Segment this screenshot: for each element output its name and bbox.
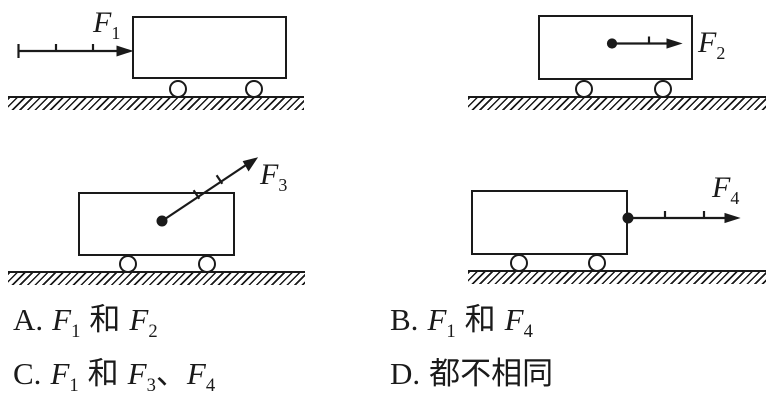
force-label-f1: F1 xyxy=(93,6,120,42)
force-symbol: F xyxy=(186,356,206,391)
connector-text: 和 xyxy=(87,356,119,391)
force-subscript: 4 xyxy=(205,375,216,397)
force-subscript: 2 xyxy=(716,42,726,63)
force-label-f2: F2 xyxy=(698,26,725,62)
force-subscript: 1 xyxy=(69,375,79,397)
ground-surface xyxy=(8,96,304,110)
ground-surface xyxy=(468,270,766,284)
option-letter: D. xyxy=(390,356,421,391)
force-symbol: F xyxy=(260,158,279,191)
ground-surface xyxy=(468,96,766,110)
separator-text: 、 xyxy=(155,356,187,391)
option-letter: A. xyxy=(13,302,44,337)
wheel-icon xyxy=(654,80,672,98)
force-symbol: F xyxy=(127,356,147,391)
force-subscript: 4 xyxy=(523,321,533,343)
wheel-icon xyxy=(245,80,263,98)
force-symbol: F xyxy=(712,171,731,204)
force-subscript: 2 xyxy=(148,321,158,343)
option-d: D.都不相同 xyxy=(390,356,553,392)
force-arrow-f1 xyxy=(17,44,134,58)
force-arrow-f3 xyxy=(156,157,259,227)
force-symbol: F xyxy=(427,302,447,337)
force-label-f4: F4 xyxy=(712,171,739,207)
option-letter: C. xyxy=(13,356,42,391)
option-letter: B. xyxy=(390,302,419,337)
connector-text: 和 xyxy=(464,302,496,337)
connector-text: 和 xyxy=(89,302,121,337)
force-label-f3: F3 xyxy=(260,158,287,194)
cart-body xyxy=(471,190,628,255)
ground-surface xyxy=(8,271,305,285)
force-arrow-f2 xyxy=(606,36,683,49)
wheel-icon xyxy=(198,255,216,273)
force-subscript: 1 xyxy=(111,22,121,43)
cart-body xyxy=(132,16,287,79)
force-subscript: 1 xyxy=(446,321,456,343)
wheel-icon xyxy=(510,254,528,272)
force-symbol: F xyxy=(129,302,149,337)
force-arrow-f4 xyxy=(622,211,741,224)
cart-body xyxy=(78,192,235,256)
force-subscript: 1 xyxy=(71,321,81,343)
wheel-icon xyxy=(588,254,606,272)
force-symbol: F xyxy=(504,302,524,337)
force-symbol: F xyxy=(50,356,70,391)
force-symbol: F xyxy=(93,6,112,39)
force-subscript: 4 xyxy=(730,187,740,208)
force-symbol: F xyxy=(698,26,717,59)
wheel-icon xyxy=(169,80,187,98)
force-subscript: 3 xyxy=(278,174,288,195)
option-text: 都不相同 xyxy=(429,356,554,391)
wheel-icon xyxy=(119,255,137,273)
force-symbol: F xyxy=(52,302,72,337)
force-subscript: 3 xyxy=(146,375,156,397)
wheel-icon xyxy=(575,80,593,98)
